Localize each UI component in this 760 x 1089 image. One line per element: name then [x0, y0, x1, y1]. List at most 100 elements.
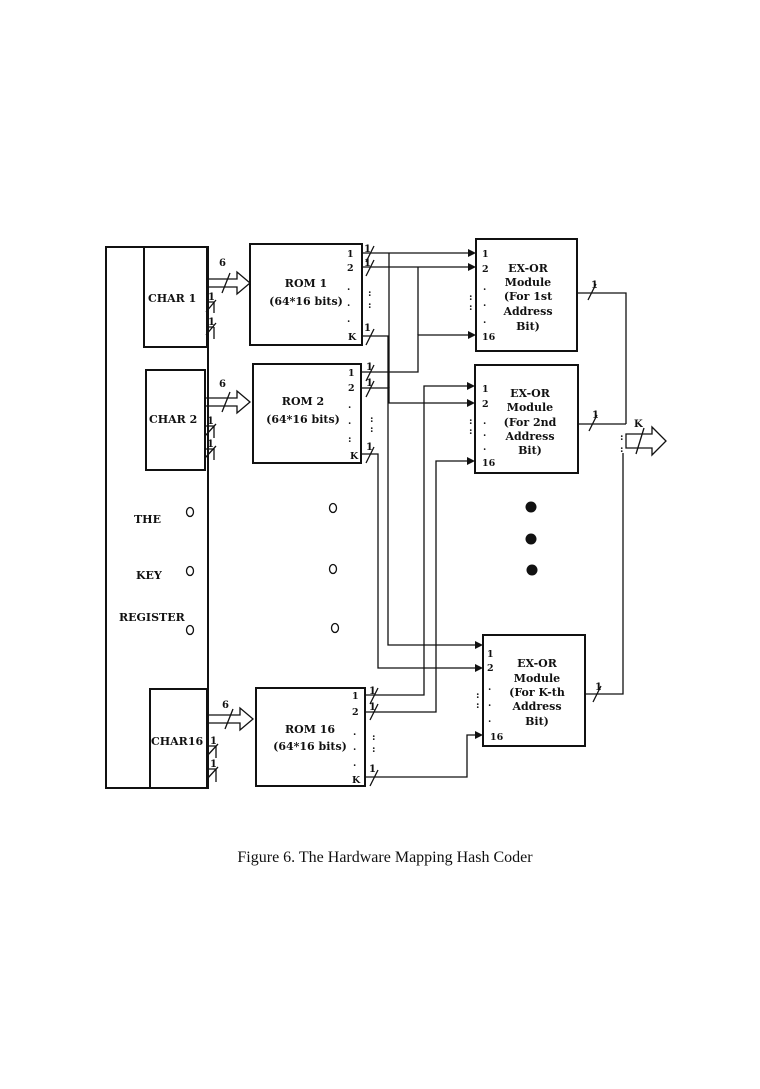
ellipsis-dot [185, 565, 195, 577]
slash-mark [369, 687, 379, 787]
exor-2-line: EX-OR [510, 387, 551, 400]
rom-2-bit-label: 1 [366, 362, 373, 373]
exor-1-pin: 2 [482, 264, 489, 275]
char-16-bit-label: 1 [210, 736, 217, 747]
ellipsis-dot [525, 501, 537, 513]
slash-mark [224, 708, 234, 730]
rom-16: ROM 16 (64*16 bits) 1 2 . . . K 1 1 1 : … [255, 686, 376, 787]
slash-mark [365, 245, 375, 346]
pin-dot: : [348, 434, 352, 445]
char-2-label: CHAR 2 [149, 413, 197, 426]
exor-module-k-box [482, 634, 586, 747]
arrow-head [467, 457, 475, 465]
pin-dot: . [353, 727, 356, 738]
exor-module-1: 1 2 . . . 16 EX-OR Module (For 1st Addre… [469, 238, 578, 352]
rom-1-bit-label: 1 [364, 323, 371, 334]
exor-k-line: Address [511, 700, 561, 713]
bit-dots: : [476, 690, 480, 701]
rom-2-pin: K [350, 451, 359, 462]
exor-1-out-width: 1 [591, 280, 598, 291]
rom-1-pin: K [348, 332, 357, 343]
char-1-bus-width: 6 [219, 258, 226, 269]
rom-2-pin: 1 [348, 368, 355, 379]
exor-1-line: Bit) [516, 320, 540, 333]
rom-2-bit-label: 1 [366, 442, 373, 453]
pin-dot: . [488, 682, 491, 693]
char-1-label: CHAR 1 [148, 292, 196, 305]
rom-1-pin: 2 [347, 263, 354, 274]
char-2-bit-label: 1 [207, 416, 214, 427]
bit-dots: : [469, 416, 473, 427]
rom-2-title: ROM 2 [282, 395, 324, 408]
arrow-head [467, 382, 475, 390]
exor-2-line: (For 2nd [504, 416, 557, 429]
wire-rom1-bitk [362, 335, 477, 646]
rom-1-bit-label: 1 [364, 258, 371, 269]
char-2-bit-label: 1 [207, 439, 214, 450]
char-2-bus-width: 6 [219, 379, 226, 390]
exor-1-line: (For 1st [504, 290, 553, 303]
ellipsis-dot [330, 622, 340, 634]
exor-k-pin: 16 [490, 732, 504, 743]
pin-dot: . [347, 298, 350, 309]
pin-dot: . [483, 298, 486, 309]
ellipsis-dot [526, 564, 538, 576]
exor-2-pin: 1 [482, 384, 489, 395]
exor-k-line: Bit) [525, 715, 549, 728]
char-2-box [145, 369, 206, 471]
ellipsis-dot [185, 624, 195, 636]
pin-dot: . [483, 442, 486, 453]
pin-dot: . [348, 416, 351, 427]
bit-dots: : [469, 292, 473, 303]
rom-2-box [252, 363, 362, 464]
wire-rom2-bit2 [361, 387, 470, 404]
rom-1-bit-label: 1 [364, 244, 371, 255]
pin-dot: . [483, 315, 486, 326]
pin-dot: . [347, 282, 350, 293]
char-16-bit-label: 1 [210, 759, 217, 770]
rom-1-size: (64*16 bits) [269, 295, 343, 308]
rom-16-bit-label: 1 [369, 764, 376, 775]
bit-dots: : [476, 700, 480, 711]
char-1-bus-arrow [206, 270, 252, 296]
slash-mark [204, 423, 217, 459]
char-16-label: CHAR16 [151, 735, 203, 748]
exor-k-line: Module [514, 672, 560, 685]
wire-rom16-bit2 [365, 460, 470, 713]
exor-k-pin: 1 [487, 649, 494, 660]
exor-1-line: Module [505, 276, 551, 289]
figure-caption: Figure 6. The Hardware Mapping Hash Code… [237, 849, 533, 866]
exor-k-line: (For K-th [509, 686, 565, 699]
char-1-bit-label: 1 [208, 292, 215, 303]
arrowheads [467, 249, 483, 739]
bit-dots: : [469, 302, 473, 313]
exor-2-line: Module [507, 401, 553, 414]
rom-16-bit-label: 1 [369, 686, 376, 697]
ellipsis-dot [525, 533, 537, 545]
ellipsis-dot [328, 502, 338, 514]
exor-2-line: Bit) [518, 444, 542, 457]
char-2-bus-arrow [204, 389, 252, 415]
key-register-label-the: THE [134, 513, 161, 526]
exor-1-line: EX-OR [508, 262, 549, 275]
slash-mark [587, 283, 602, 703]
key-register-label-register: REGISTER [119, 611, 186, 624]
arrow-head [475, 664, 483, 672]
rom-2-pin: 2 [348, 383, 355, 394]
key-register-label-key: KEY [136, 569, 162, 582]
bit-dots: : [469, 426, 473, 437]
pin-dot: . [353, 758, 356, 769]
pin-dot: . [353, 742, 356, 753]
exor-k-out-width: 1 [595, 682, 602, 693]
char-16-bus-arrow [206, 706, 255, 732]
pin-dot: . [488, 714, 491, 725]
rom-1-title: ROM 1 [285, 277, 327, 290]
wire-rom2-bit1 [361, 334, 470, 373]
wire-rom16-bit1 [365, 385, 470, 696]
slash-mark [206, 743, 219, 780]
rom-16-box [255, 687, 366, 787]
exor-module-2-box [474, 364, 579, 474]
wire-rom2-bitk [361, 453, 477, 669]
ellipsis-dot [185, 506, 195, 518]
